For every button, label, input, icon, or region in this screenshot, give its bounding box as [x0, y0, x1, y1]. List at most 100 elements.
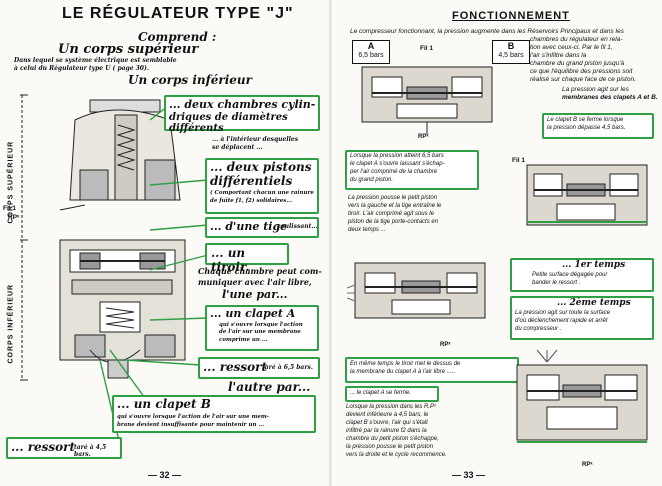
- intro-line-5: chambre du grand piston jusqu'à: [530, 60, 625, 67]
- intro-line-9: membranes des clapets A et B.: [562, 94, 658, 101]
- note-final-2: devient inférieure à 4,5 bars, le: [346, 412, 429, 418]
- note-final-1: Lorsque la pression dans les R.Pˣ: [346, 404, 437, 410]
- page-title: LE RÉGULATEUR TYPE "J": [62, 5, 294, 22]
- note-pressure-1: La pression pousse le petit piston: [348, 195, 438, 201]
- page-32: LE RÉGULATEUR TYPE "J" Comprend : Un cor…: [0, 0, 330, 486]
- note-final-3: clapet B s'ouvre, l'air qui s'était: [346, 420, 428, 426]
- regulator-cross-section-drawing: [20, 94, 186, 381]
- callout-clapet-b-title: ... un clapet B: [117, 397, 211, 411]
- intro-line-1: Le compresseur fonctionnant, la pression…: [350, 28, 624, 35]
- note-final-4: infiltré par la rainure f2 dans la: [346, 428, 427, 434]
- callout-clapet-a-line-4: comprime un ...: [219, 337, 268, 343]
- intro-line-2: chambres du régulateur en rela-: [530, 36, 623, 43]
- callout-clapet-b-ferme: Le clapet B se ferme lorsque la pression…: [542, 113, 654, 139]
- callout-clapet-a-line-2: qui s'ouvre lorsque l'action: [219, 322, 303, 328]
- note-interieur-1: ... à l'intérieur desquelles: [212, 136, 299, 143]
- corps-inferieur-heading: Un corps inférieur: [128, 73, 252, 87]
- note-final-5: chambre du petit piston s'échappe,: [346, 436, 439, 442]
- callout-ressort-65: ... ressort taré à 6,5 bars.: [198, 357, 320, 379]
- note-chambre-2: muniquer avec l'air libre,: [198, 277, 312, 287]
- gauge-b-value: 4,5 bars: [498, 52, 524, 59]
- callout-temps-2-line-3: du compresseur .: [515, 326, 562, 332]
- corps-superieur-heading: Un corps supérieur: [58, 42, 199, 57]
- callout-temps-2-line-2: d'où déclenchement rapide et arrêt: [515, 318, 608, 324]
- callout-temps-2: ... 2ème temps La pression agit sur tout…: [510, 296, 654, 340]
- callout-temps-1: ... 1er temps Petite surface dégagée pou…: [510, 258, 654, 292]
- callout-tige-title: ... d'une tige: [210, 220, 288, 233]
- callout-a-ouvre-line-1: Lorsque la pression atteint 6,5 bars: [350, 153, 444, 159]
- page-33: FONCTIONNEMENT Le compresseur fonctionna…: [332, 0, 662, 486]
- callout-a-ferme-text: ... le clapet A se ferme.: [350, 390, 411, 396]
- intro-line-7: réalisé sur chaque face de ce piston.: [530, 76, 636, 83]
- note-final-7: vers la droite et le cycle recommence.: [346, 452, 447, 458]
- callout-a-ouvre-line-4: du grand piston.: [350, 177, 394, 183]
- rpx-label: RPˣ: [8, 214, 20, 221]
- callout-temps-1-line-1: Petite surface dégagée pour: [532, 272, 608, 278]
- callout-tige-text: coulissant...: [277, 223, 318, 230]
- fil-1-label: Fil 1: [3, 205, 17, 212]
- callout-ressort-45: ... ressort taré à 4,5 bars.: [6, 437, 122, 459]
- gauge-b: B 4,5 bars: [492, 40, 530, 64]
- callout-temps-2-line-1: La pression agit sur toute la surface: [515, 310, 611, 316]
- rpx-label-1: RPˣ: [418, 134, 429, 140]
- note-pressure-3: tiroir. L'air comprimé agit sous le: [348, 211, 434, 217]
- gauge-a: A 6,5 bars: [352, 40, 390, 64]
- callout-clapet-a-ouvre: Lorsque la pression atteint 6,5 bars le …: [345, 150, 479, 190]
- callout-temps-1-line-2: bander le ressort .: [532, 280, 581, 286]
- fil-1-label-mid: Fil 1: [512, 157, 526, 164]
- callout-deux-chambres: ... deux chambres cylin- driques de diam…: [164, 95, 320, 134]
- callout-tiroir-text: ... un tiroir.: [211, 246, 250, 274]
- callout-deux-pistons: ... deux pistons différentiels ( Comport…: [205, 158, 319, 214]
- intro-line-8: La pression agit sur les: [562, 86, 629, 93]
- rpx-label-4: RPˣ: [582, 462, 593, 468]
- callout-temps-1-title: ... 1er temps: [562, 260, 626, 270]
- callout-pistons-line-1: ... deux pistons: [210, 160, 312, 174]
- callout-ressort-45-text: taré à 4,5 bars.: [74, 444, 107, 458]
- diagram-stage-3: [347, 262, 486, 319]
- intro-line-6: ce que l'équilibre des pressions soit: [530, 68, 633, 75]
- callout-tiroir-libre-line-1: En même temps le tiroir met le dessus de: [350, 361, 461, 367]
- callout-tiroir: ... un tiroir.: [205, 243, 289, 274]
- rpx-label-3: RPˣ: [440, 342, 451, 348]
- callout-pistons-line-4: de fuite f1, f2) solidaires...: [210, 198, 293, 204]
- callout-clapet-a-ferme: ... le clapet A se ferme.: [345, 386, 439, 402]
- page-number-32: — 32 —: [148, 470, 182, 480]
- callout-ressort-65-text: taré à 6,5 bars.: [262, 364, 313, 371]
- diagram-stage-2: [526, 164, 648, 226]
- note-chambre-1: Chaque chambre peut com-: [198, 266, 322, 276]
- callout-clapet-b-line-2: qui s'ouvre lorsque l'action de l'air su…: [117, 414, 269, 420]
- corps-sup-note-1: Dans lequel se système électrique est se…: [14, 57, 177, 64]
- callout-pistons-line-2: différentiels: [210, 174, 293, 188]
- fil-1-label-top: Fil 1: [420, 45, 434, 52]
- intro-line-4: l'air s'infiltre dans la: [530, 52, 587, 59]
- callout-chambres-line-2: driques de diamètres différents: [169, 112, 288, 134]
- callout-a-ouvre-line-2: le clapet A s'ouvre laissant s'échap-: [350, 161, 445, 167]
- diagram-stage-1: [361, 66, 493, 134]
- callout-ressort-45-title: ... ressort: [11, 440, 76, 454]
- callout-a-ouvre-line-3: per l'air comprimé de la chambre: [350, 169, 438, 175]
- note-interieur-2: se déplacent ...: [212, 144, 263, 151]
- note-pressure-4: piston de la tige porte-contacts en: [348, 219, 439, 225]
- note-final-6: la pression pousse le petit piston: [346, 444, 434, 450]
- intro-line-3: tion avec ceux-ci. Par le fil 1,: [530, 44, 613, 51]
- callout-ressort-65-title: ... ressort: [203, 360, 268, 374]
- callout-b-ferme-line-2: la pression dépasse 4,5 bars.: [547, 125, 626, 131]
- callout-clapet-a-line-3: de l'air sur une membrane: [219, 329, 301, 335]
- gauge-b-letter: B: [507, 41, 515, 51]
- callout-tiroir-air-libre: En même temps le tiroir met le dessus de…: [345, 357, 519, 383]
- page-number-33: — 33 —: [452, 470, 486, 480]
- corps-sup-note-2: à celui du Régulateur type U ( page 30).: [14, 65, 149, 72]
- diagram-stage-4: [516, 349, 648, 443]
- callout-b-ferme-line-1: Le clapet B se ferme lorsque: [547, 117, 624, 123]
- callout-chambres-line-1: ... deux chambres cylin-: [169, 98, 316, 111]
- note-une-par: l'une par...: [222, 288, 288, 301]
- comprend-heading: Comprend :: [138, 30, 217, 44]
- callout-tige: ... d'une tige coulissant...: [205, 217, 319, 238]
- callout-clapet-a: ... un clapet A qui s'ouvre lorsque l'ac…: [205, 305, 319, 351]
- gauge-a-value: 6,5 bars: [358, 52, 384, 59]
- note-autre-par: l'autre par...: [228, 380, 311, 394]
- gauge-a-letter: A: [367, 41, 375, 51]
- callout-clapet-a-title: ... un clapet A: [210, 307, 296, 320]
- callout-temps-2-title: ... 2ème temps: [557, 298, 631, 308]
- callout-pistons-line-3: ( Comportant chacun une rainure: [210, 190, 314, 196]
